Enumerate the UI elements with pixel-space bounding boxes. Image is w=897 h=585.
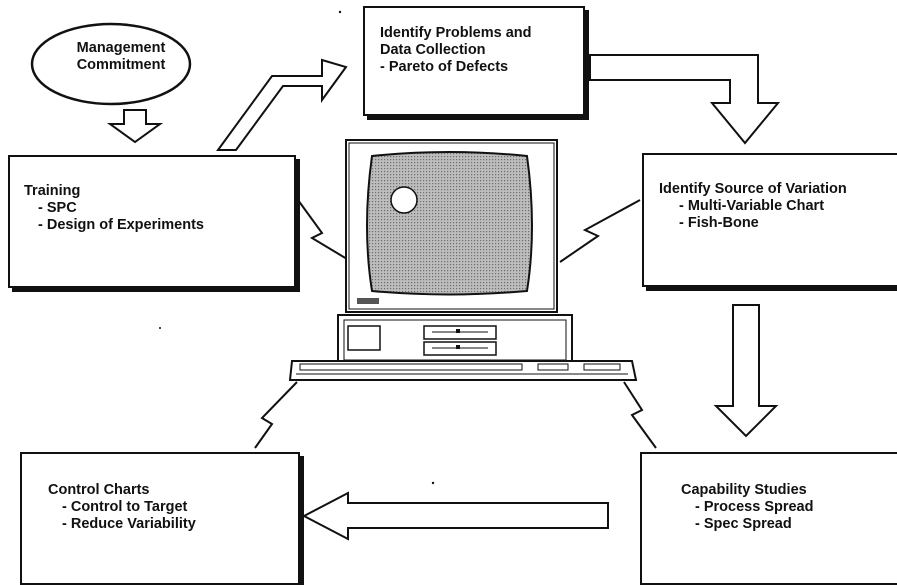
monitor-screen xyxy=(366,151,533,296)
arrow-training-to-identify-problems xyxy=(216,58,348,151)
commitment-label: Management Commitment xyxy=(75,40,167,74)
arrow-problems-to-source xyxy=(589,54,781,145)
training-item: - Design of Experiments xyxy=(38,217,204,233)
control-charts-box xyxy=(20,452,300,585)
computer-illustration xyxy=(288,139,638,381)
identify-problems-text: Identify Problems and Data Collection - … xyxy=(380,25,531,76)
connector-computer-capability xyxy=(623,381,657,449)
capability-item: - Spec Spread xyxy=(695,516,792,532)
capability-text: Capability Studies - Process Spread - Sp… xyxy=(681,482,813,533)
control-charts-item: - Reduce Variability xyxy=(62,516,196,532)
identify-source-box xyxy=(642,153,897,287)
commitment-line-1: Management xyxy=(76,40,166,56)
system-panel xyxy=(347,325,381,351)
arrow-down-from-commitment xyxy=(106,109,164,144)
identify-problems-title-1: Identify Problems and xyxy=(380,25,532,41)
training-text: Training - SPC - Design of Experiments xyxy=(24,183,204,234)
commitment-line-2: Commitment xyxy=(76,57,166,73)
identify-source-item: - Fish-Bone xyxy=(679,215,759,231)
capability-item: - Process Spread xyxy=(695,499,814,515)
identify-problems-box xyxy=(363,6,585,116)
identify-source-text: Identify Source of Variation - Multi-Var… xyxy=(659,181,847,232)
identify-problems-item: - Pareto of Defects xyxy=(380,59,509,75)
monitor-logo xyxy=(357,298,379,304)
capability-box xyxy=(640,452,897,585)
connector-computer-source xyxy=(559,199,641,263)
training-item: - SPC xyxy=(38,200,77,216)
connector-control-computer xyxy=(254,381,298,449)
control-charts-item: - Control to Target xyxy=(62,499,188,515)
arrow-source-to-capability xyxy=(713,304,779,438)
control-charts-title: Control Charts xyxy=(48,482,150,498)
commitment-ellipse xyxy=(30,22,192,106)
connector-training-computer xyxy=(297,199,353,263)
training-box xyxy=(8,155,296,288)
arrow-capability-to-control xyxy=(301,491,609,541)
capability-title: Capability Studies xyxy=(681,482,807,498)
identify-problems-title-2: Data Collection xyxy=(380,42,486,58)
identify-source-title: Identify Source of Variation xyxy=(659,181,847,197)
control-charts-text: Control Charts - Control to Target - Red… xyxy=(48,482,196,533)
training-title: Training xyxy=(24,183,81,199)
screen-highlight xyxy=(390,186,418,214)
identify-source-item: - Multi-Variable Chart xyxy=(679,198,825,214)
